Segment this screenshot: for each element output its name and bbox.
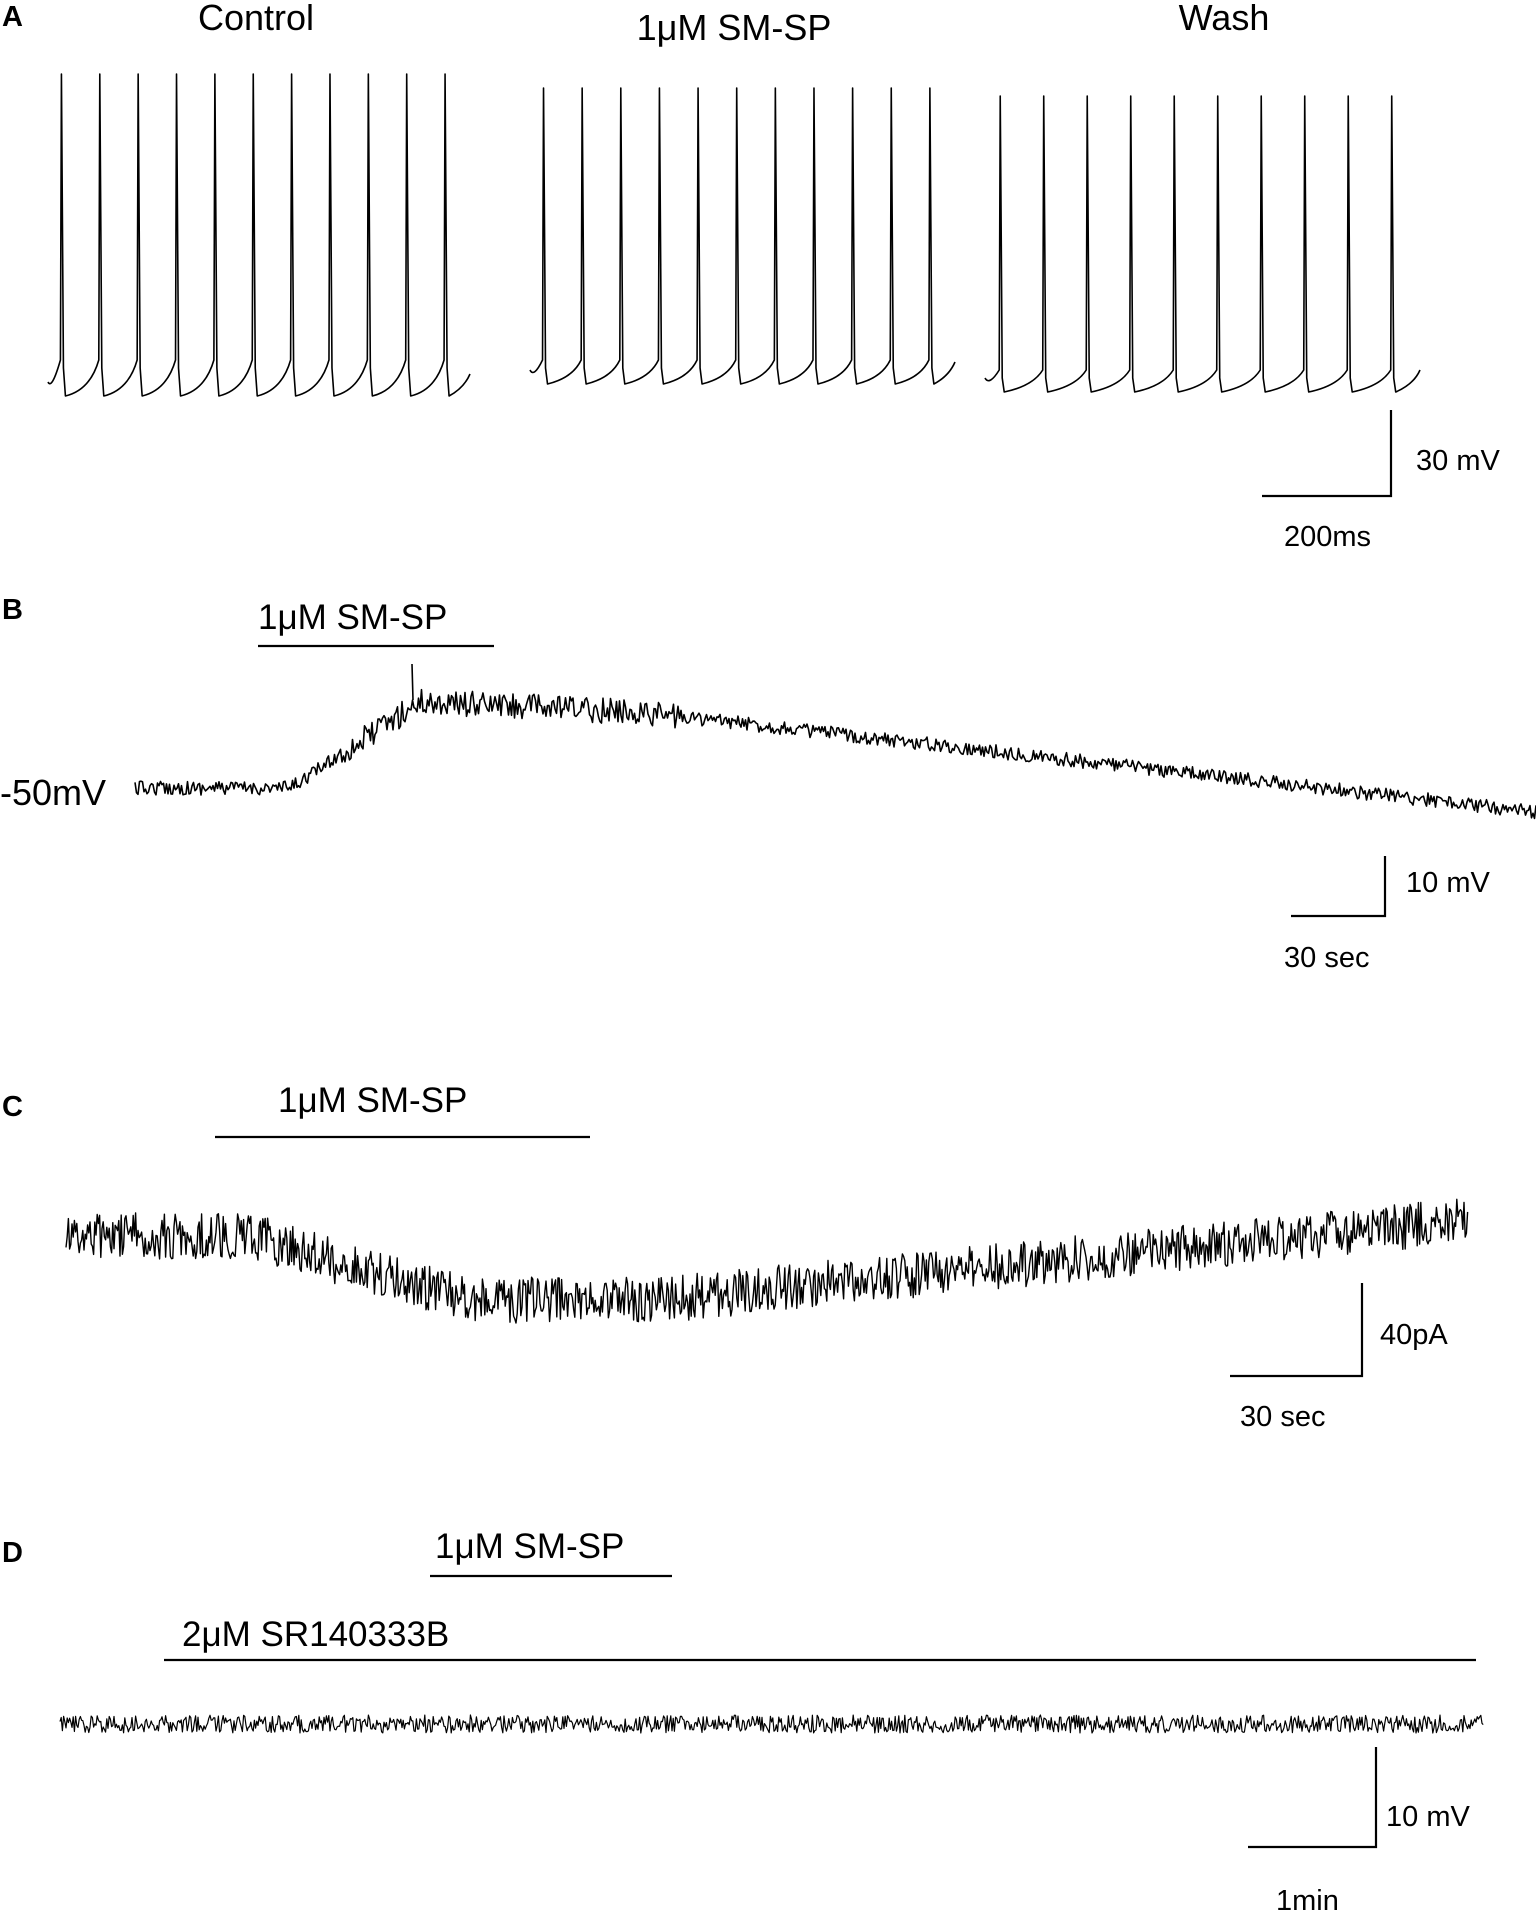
scale-time-label-b: 30 sec [1284, 942, 1369, 974]
scale-bar-c: 40pA 30 sec [1230, 1283, 1448, 1433]
condition-label-wash: Wash [1179, 0, 1270, 38]
antagonist-label-d: 2μM SR140333B [182, 1615, 449, 1654]
panel-c: C 1μM SM-SP 40pA 30 sec [2, 1081, 1469, 1433]
panel-a: A Control 1μM SM-SP Wash 30 mV 200ms [2, 0, 1500, 553]
holding-current-trace-c [65, 1198, 1469, 1324]
membrane-potential-trace-b [134, 663, 1536, 820]
drug-label-c: 1μM SM-SP [278, 1081, 467, 1120]
panel-a-letter: A [2, 1, 23, 33]
condition-label-control: Control [198, 0, 314, 38]
scale-bar-d: 10 mV 1min [1248, 1747, 1470, 1915]
scale-bar-b: 10 mV 30 sec [1284, 856, 1490, 974]
scale-voltage-label-d: 10 mV [1386, 1801, 1470, 1833]
scale-time-label-c: 30 sec [1240, 1401, 1325, 1433]
panel-b: B 1μM SM-SP -50mV 10 mV 30 sec [0, 594, 1536, 974]
scale-time-label-a: 200ms [1284, 521, 1371, 553]
drug-label-b: 1μM SM-SP [258, 598, 447, 637]
panel-b-letter: B [2, 594, 23, 626]
scale-bar-a: 30 mV 200ms [1262, 410, 1500, 553]
scale-voltage-label-a: 30 mV [1416, 445, 1500, 477]
drug-label-d: 1μM SM-SP [435, 1527, 624, 1566]
scale-current-label-c: 40pA [1380, 1319, 1448, 1351]
spike-trace-control [47, 73, 471, 397]
holding-potential-label: -50mV [0, 772, 106, 813]
membrane-potential-trace-d [59, 1714, 1484, 1734]
condition-label-sm-sp: 1μM SM-SP [637, 7, 832, 48]
spike-trace-sm-sp [529, 87, 956, 385]
scale-time-label-d: 1min [1276, 1885, 1339, 1915]
scale-voltage-label-b: 10 mV [1406, 867, 1490, 899]
spike-trace-wash [984, 95, 1421, 393]
panel-d: D 1μM SM-SP 2μM SR140333B 10 mV 1min [2, 1527, 1484, 1915]
panel-d-letter: D [2, 1537, 23, 1569]
panel-c-letter: C [2, 1091, 23, 1123]
